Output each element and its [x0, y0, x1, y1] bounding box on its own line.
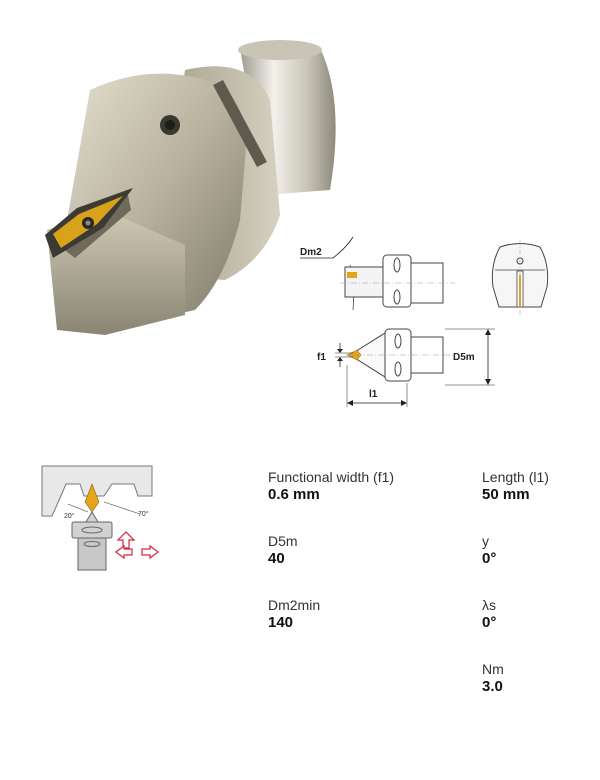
spec-dm2min: Dm2min 140: [268, 597, 320, 632]
l1-label: l1: [369, 389, 378, 400]
angle-b-label: 70°: [138, 510, 149, 518]
spec-value: 3.0: [482, 678, 503, 695]
spec-functional-width: Functional width (f1) 0.6 mm: [268, 469, 394, 504]
spec-value: 0.6 mm: [268, 486, 320, 503]
spec-y: y 0°: [482, 533, 496, 568]
dm2-label: Dm2: [300, 247, 322, 258]
spec-label: Length (l1): [482, 469, 549, 485]
application-diagram: 20° 70°: [40, 460, 170, 575]
technical-drawing: Dm2 f1: [295, 225, 565, 415]
spec-label: D5m: [268, 533, 298, 549]
spec-value: 0°: [482, 614, 497, 631]
d5m-label: D5m: [453, 352, 475, 363]
spec-label: y: [482, 533, 489, 549]
spec-label: Functional width (f1): [268, 469, 395, 485]
spec-value: 40: [268, 550, 285, 567]
spec-label: Nm: [482, 661, 504, 677]
f1-label: f1: [317, 352, 326, 363]
spec-d5m: D5m 40: [268, 533, 298, 568]
product-image: [35, 30, 355, 350]
spec-value: 50 mm: [482, 486, 530, 503]
spec-lambda-s: λs 0°: [482, 597, 496, 632]
spec-value: 0°: [482, 550, 497, 567]
angle-a-label: 20°: [64, 512, 75, 520]
spec-label: Dm2min: [268, 597, 321, 613]
spec-length: Length (l1) 50 mm: [482, 469, 549, 504]
spec-value: 140: [268, 614, 294, 631]
spec-nm: Nm 3.0: [482, 661, 504, 696]
spec-label: λs: [482, 597, 496, 613]
